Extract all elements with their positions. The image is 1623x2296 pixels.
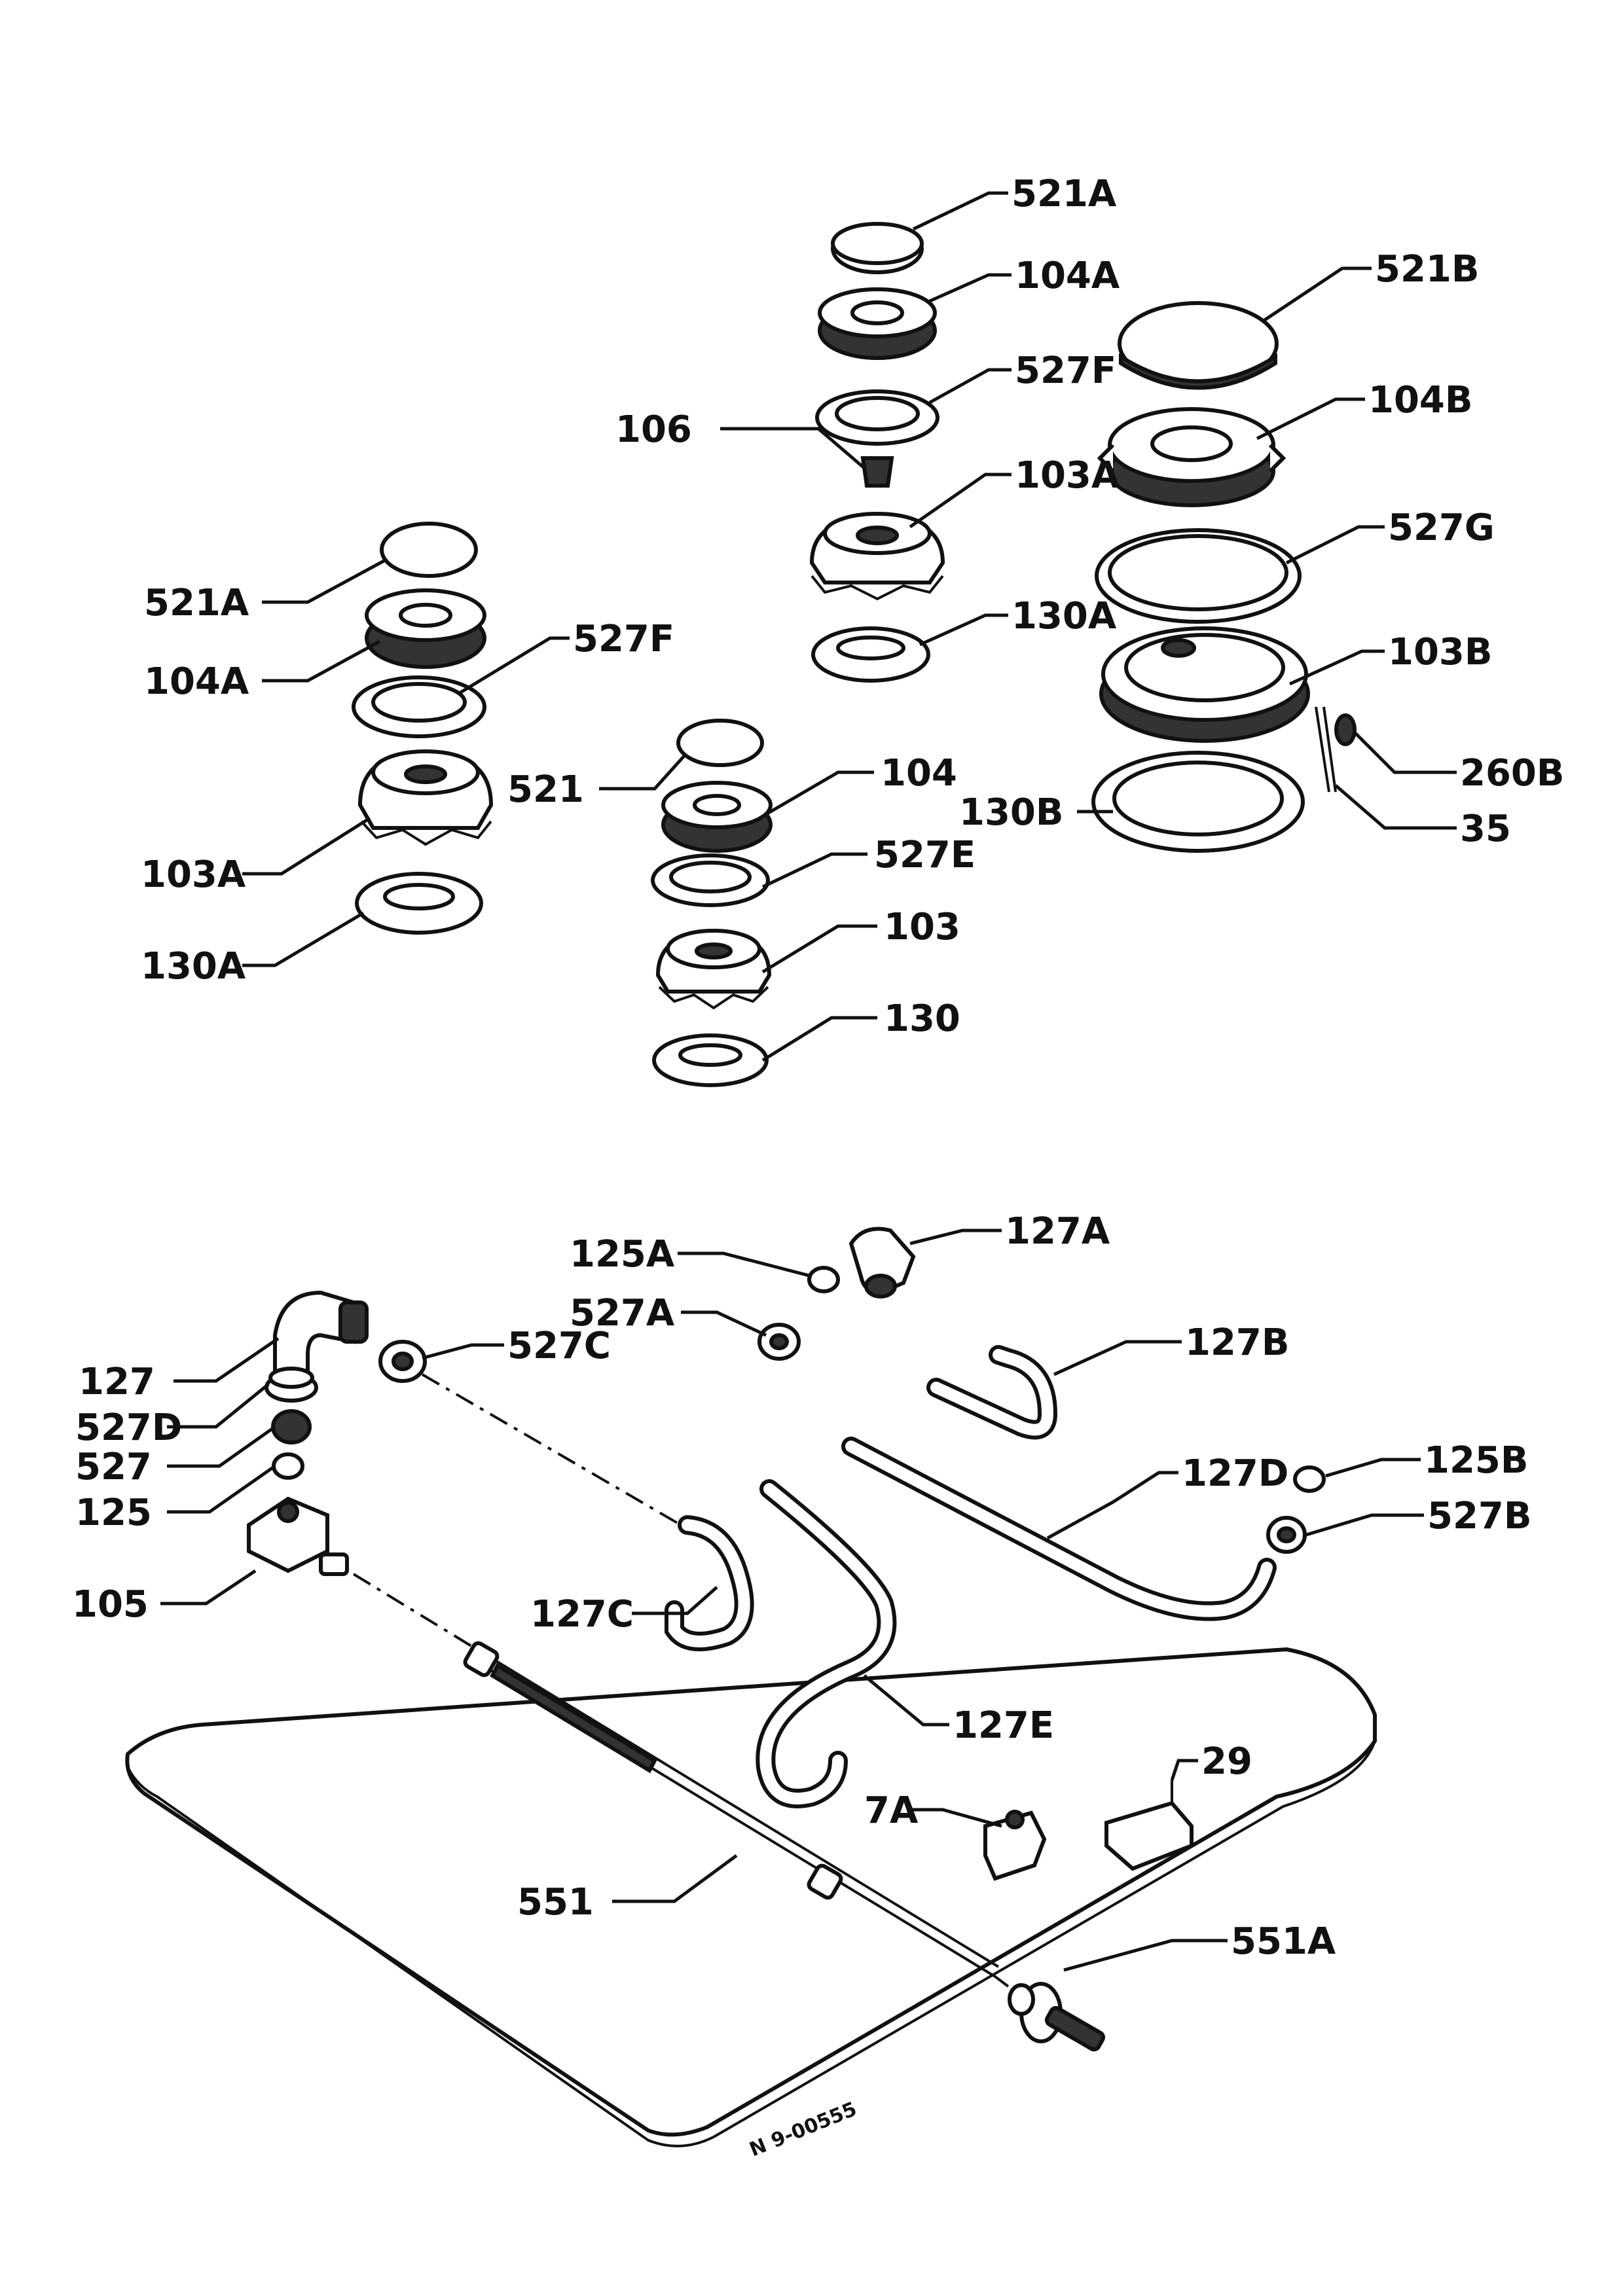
- burner-left: [352, 522, 494, 935]
- burner-right-large: [1091, 301, 1357, 853]
- seal-ring-527f-left: [352, 675, 486, 738]
- gasket-130b: [1091, 751, 1305, 853]
- tube-127b: [926, 1345, 1058, 1440]
- gasket-130a-left: [355, 872, 483, 935]
- nut-527b: [1266, 1516, 1307, 1554]
- burner-body-103: [655, 929, 772, 1010]
- label-130a-top: 130A: [1012, 595, 1117, 637]
- label-7a: 7A: [864, 1789, 919, 1832]
- label-527a: 527A: [570, 1292, 675, 1335]
- tube-127c: [665, 1515, 754, 1651]
- label-127d: 127D: [1182, 1452, 1288, 1495]
- crown-104a-left: [365, 588, 486, 669]
- label-127: 127: [79, 1361, 155, 1403]
- elbow-127a: [848, 1227, 916, 1299]
- seal-ring-527e: [651, 853, 770, 907]
- seal-ring-527g: [1095, 528, 1302, 624]
- label-527c: 527C: [507, 1325, 611, 1367]
- label-527: 527: [75, 1446, 152, 1488]
- burner-cap-521a-left: [380, 522, 478, 578]
- crown-104: [661, 781, 773, 853]
- part-labels: 521A 104A 527F 106 103A 130A 521B 104B 5…: [72, 173, 1565, 2161]
- elbow-127: [273, 1290, 369, 1376]
- thermocouple-551: [463, 1641, 1000, 1978]
- seal-ring-527f-top: [815, 389, 939, 446]
- label-551a: 551A: [1231, 1920, 1336, 1963]
- label-527e: 527E: [874, 834, 976, 876]
- burner-body-103a-top: [809, 512, 945, 601]
- label-130: 130: [884, 997, 960, 1040]
- burner-cap-521: [676, 719, 764, 767]
- label-527d: 527D: [75, 1407, 182, 1449]
- label-527f-top: 527F: [1015, 350, 1116, 392]
- gasket-130a-top: [811, 626, 930, 683]
- hob-plate: [125, 1647, 1377, 2147]
- label-527b: 527B: [1427, 1495, 1532, 1537]
- burner-top-center: [809, 222, 945, 683]
- centerline-tap: [421, 1373, 682, 1526]
- thermocouple-35: [1315, 706, 1357, 793]
- injector-125b: [1293, 1465, 1326, 1493]
- burner-body-103b: [1099, 626, 1310, 743]
- label-103b: 103B: [1388, 631, 1493, 673]
- label-29: 29: [1201, 1740, 1252, 1783]
- label-521: 521: [507, 768, 584, 811]
- gasket-130: [652, 1033, 769, 1087]
- tube-127d: [841, 1437, 1277, 1621]
- tube-127e: [756, 1479, 897, 1808]
- label-103a-top: 103A: [1015, 454, 1120, 497]
- label-127c: 127C: [530, 1593, 634, 1636]
- label-104a-left: 104A: [144, 660, 249, 703]
- label-104b: 104B: [1368, 379, 1473, 422]
- label-125a: 125A: [570, 1233, 675, 1276]
- leader-lines: [160, 191, 1457, 1972]
- valve-105: [247, 1496, 349, 1576]
- label-125: 125: [75, 1492, 152, 1534]
- crown-104b: [1097, 407, 1286, 507]
- label-521a-top: 521A: [1012, 173, 1117, 215]
- label-105: 105: [72, 1583, 149, 1626]
- label-521a-left: 521A: [144, 582, 249, 624]
- switch-7a: [983, 1810, 1047, 1881]
- injector-125: [272, 1452, 304, 1480]
- crown-104a-top: [818, 287, 937, 360]
- label-104: 104: [881, 752, 957, 795]
- label-127a: 127A: [1005, 1210, 1110, 1253]
- label-527g: 527G: [1388, 507, 1495, 549]
- label-35: 35: [1460, 808, 1511, 850]
- injector-125a: [807, 1266, 840, 1293]
- label-527f-left: 527F: [573, 618, 674, 660]
- label-103: 103: [884, 906, 960, 948]
- label-103a-left: 103A: [141, 853, 246, 896]
- label-130a-left: 130A: [141, 945, 246, 988]
- washer-527: [271, 1409, 312, 1444]
- centerline-valve: [352, 1573, 473, 1647]
- label-521b: 521B: [1375, 248, 1480, 291]
- gas-tap-assembly: [247, 1290, 427, 1576]
- label-551: 551: [517, 1881, 594, 1924]
- burner-body-103a-left: [357, 749, 494, 846]
- burner-cap-521b: [1118, 301, 1279, 390]
- nut-527c: [378, 1340, 427, 1383]
- label-130b: 130B: [959, 791, 1064, 834]
- label-106: 106: [615, 408, 692, 451]
- nut-527d: [264, 1367, 318, 1403]
- label-127e: 127E: [953, 1704, 1054, 1747]
- burner-center: [651, 719, 773, 1087]
- fitting-551a: [994, 1975, 1106, 2052]
- nut-527a: [757, 1323, 801, 1361]
- label-125b: 125B: [1424, 1439, 1529, 1482]
- bracket-29: [1104, 1780, 1194, 1871]
- injector-106: [860, 456, 894, 488]
- label-104a-top: 104A: [1015, 255, 1120, 297]
- label-260b: 260B: [1460, 752, 1565, 795]
- label-127b: 127B: [1185, 1321, 1290, 1364]
